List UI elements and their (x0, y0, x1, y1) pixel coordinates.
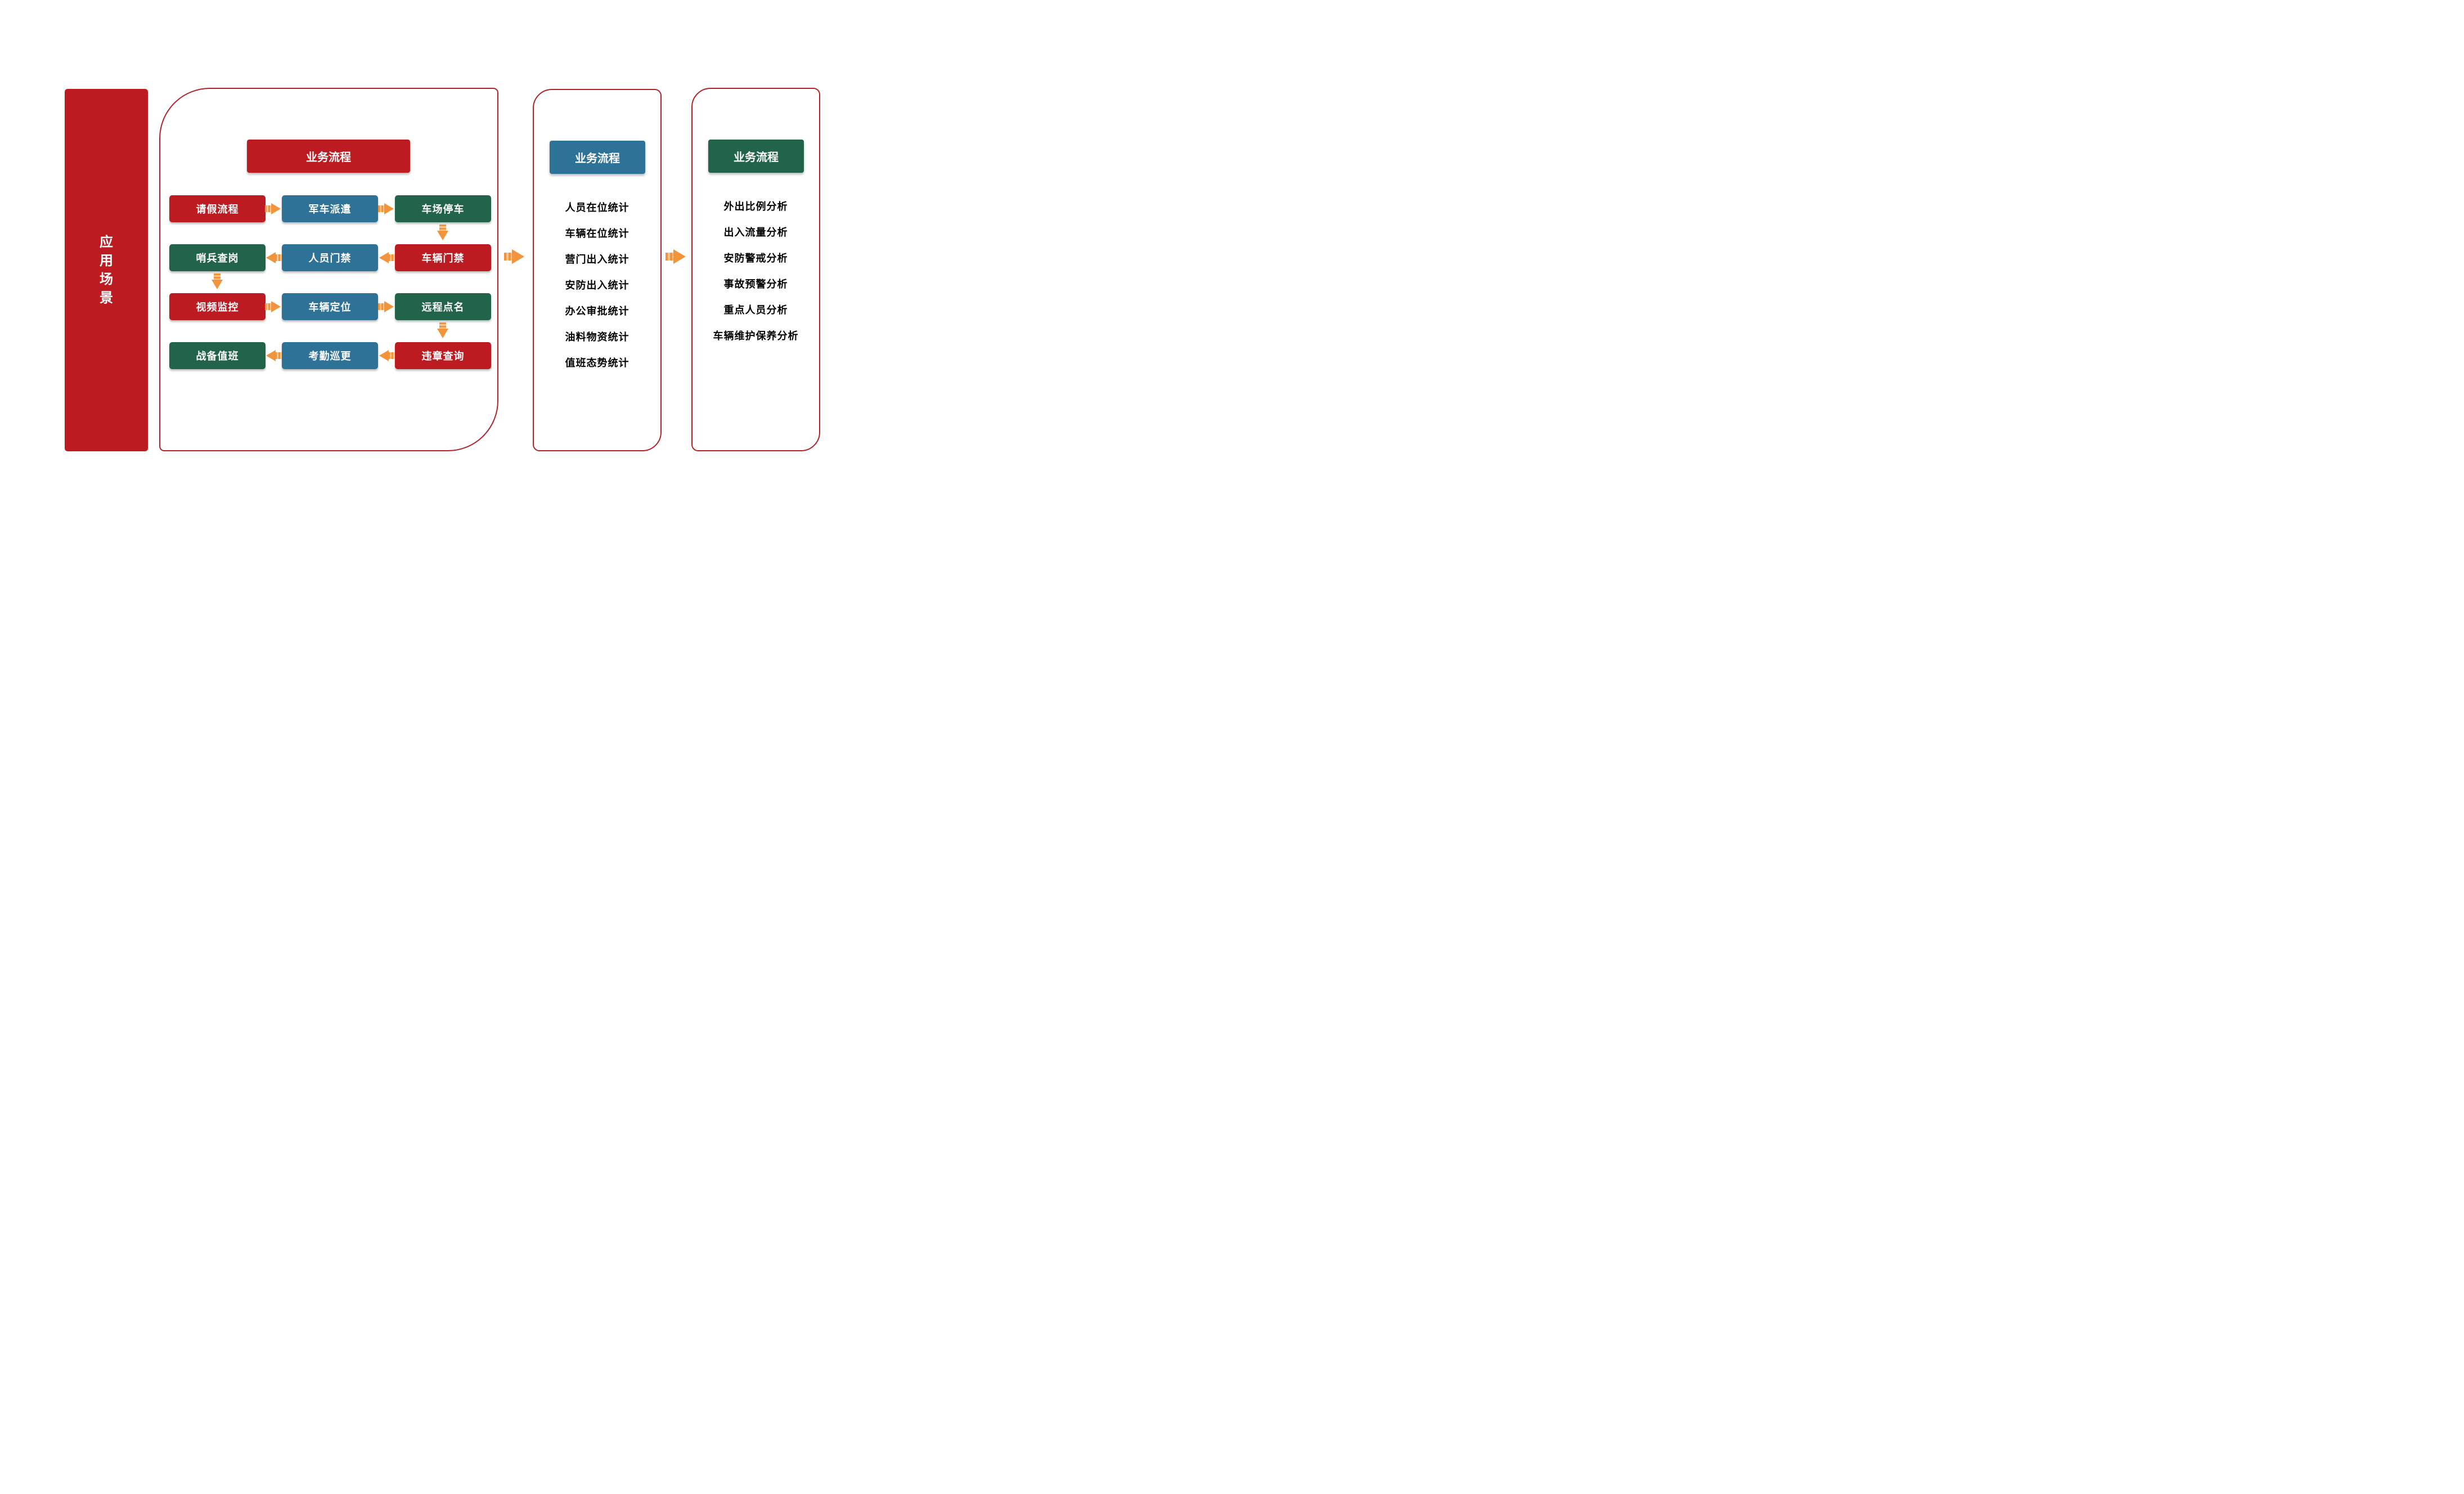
flow-step-box: 军车派遣 (282, 195, 378, 222)
list-item: 值班态势统计 (565, 357, 630, 369)
flow-arrow-left-icon (265, 252, 282, 263)
list-item: 人员在位统计 (565, 202, 630, 213)
flow-arrow-right-icon (265, 203, 282, 214)
application-scenario-char: 用 (100, 253, 113, 268)
statistics-header: 业务流程 (550, 141, 645, 174)
flow-step-box: 违章查询 (395, 342, 491, 369)
list-item: 外出比例分析 (723, 201, 788, 212)
application-scenario-char: 应 (100, 235, 113, 250)
statistics-list: 人员在位统计车辆在位统计营门出入统计安防出入统计办公审批统计油料物资统计值班态势… (534, 194, 660, 375)
flow-arrow-left-icon (378, 252, 395, 263)
business-flow-panel: 业务流程 请假流程军车派遣车场停车哨兵查岗人员门禁车辆门禁视频监控车辆定位远程点… (159, 88, 498, 451)
application-scenario-bar: 应用场景 (65, 89, 148, 451)
flow-step-box: 车辆门禁 (395, 244, 491, 271)
flow-step-box: 战备值班 (169, 342, 266, 369)
flow-step-box: 哨兵查岗 (169, 244, 266, 271)
list-item: 事故预警分析 (723, 279, 788, 290)
panel-connector-arrow-icon (666, 249, 687, 264)
list-item: 安防出入统计 (565, 280, 630, 291)
list-item: 车辆维护保养分析 (713, 330, 799, 342)
list-item: 营门出入统计 (565, 254, 630, 265)
analysis-panel: 业务流程 外出比例分析出入流量分析安防警戒分析事故预警分析重点人员分析车辆维护保… (691, 88, 820, 451)
flow-step-box: 车辆定位 (282, 293, 378, 320)
business-flow-header: 业务流程 (247, 140, 410, 173)
flow-arrow-down-icon (437, 225, 448, 241)
list-item: 重点人员分析 (723, 304, 788, 316)
flow-arrow-right-icon (265, 301, 282, 312)
flow-arrow-right-icon (378, 301, 395, 312)
flow-step-box: 人员门禁 (282, 244, 378, 271)
flow-arrow-down-icon (437, 322, 448, 339)
application-scenario-char: 场 (100, 272, 113, 287)
application-scenario-char: 景 (100, 290, 113, 306)
flow-arrow-right-icon (378, 203, 395, 214)
flow-arrow-left-icon (265, 350, 282, 361)
flow-step-box: 视频监控 (169, 293, 266, 320)
list-item: 安防警戒分析 (723, 253, 788, 264)
statistics-panel: 业务流程 人员在位统计车辆在位统计营门出入统计安防出入统计办公审批统计油料物资统… (533, 89, 662, 451)
flow-arrow-down-icon (212, 273, 223, 290)
flow-step-box: 考勤巡更 (282, 342, 378, 369)
list-item: 办公审批统计 (565, 306, 630, 317)
flow-step-box: 请假流程 (169, 195, 266, 222)
flow-step-box: 车场停车 (395, 195, 491, 222)
flow-arrow-left-icon (378, 350, 395, 361)
panel-connector-arrow-icon (504, 249, 525, 264)
flow-step-box: 远程点名 (395, 293, 491, 320)
list-item: 出入流量分析 (723, 227, 788, 238)
analysis-header: 业务流程 (708, 140, 804, 173)
list-item: 油料物资统计 (565, 331, 630, 343)
list-item: 车辆在位统计 (565, 228, 630, 239)
analysis-list: 外出比例分析出入流量分析安防警戒分析事故预警分析重点人员分析车辆维护保养分析 (693, 193, 819, 348)
